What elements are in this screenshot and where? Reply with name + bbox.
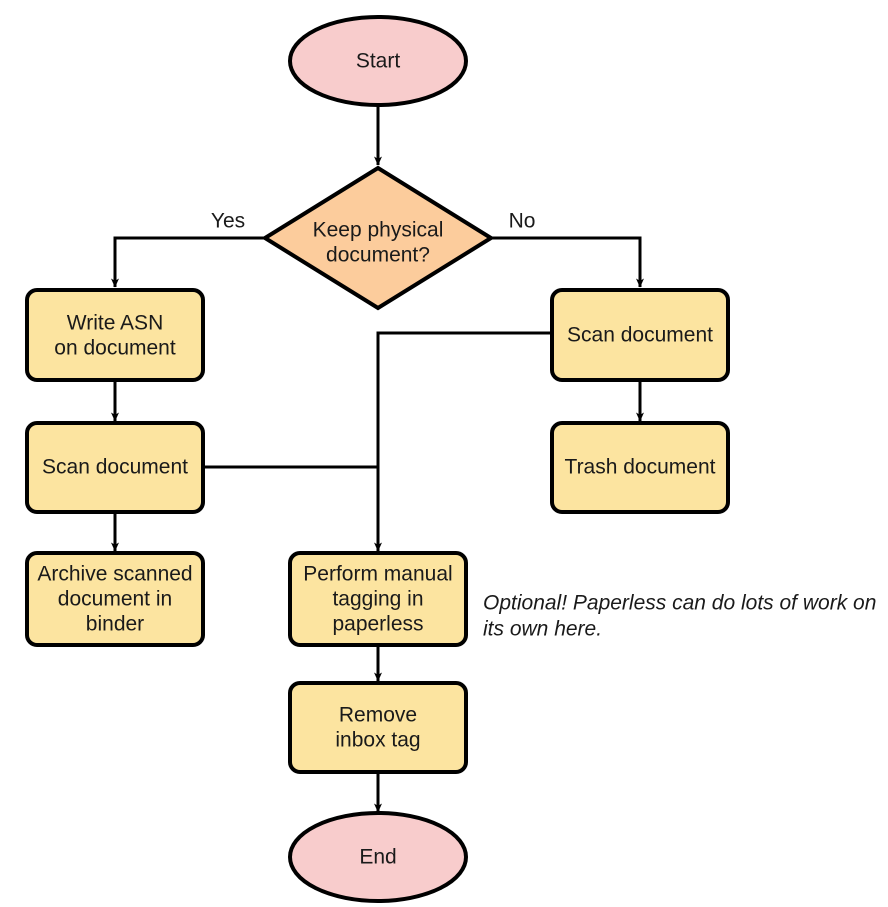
edge-label-no: No [509, 210, 536, 233]
optional-note-line2: its own here. [483, 618, 602, 641]
end-ellipse[interactable] [288, 811, 468, 903]
edge-decision-yes-to-write-asn [111, 236, 265, 288]
decision-label-line1: Keep physical [313, 219, 444, 242]
archive-label-line1: Archive scanned [37, 563, 192, 586]
trash-box[interactable] [550, 421, 730, 514]
node-perform-manual-tagging[interactable]: Perform manual tagging in paperless [288, 551, 468, 647]
node-archive-scanned-document[interactable]: Archive scanned document in binder [25, 551, 205, 647]
scan-right-box[interactable] [550, 288, 730, 382]
node-remove-inbox-tag[interactable]: Remove inbox tag [288, 681, 468, 774]
annotation-optional-note: Optional! Paperless can do lots of work … [483, 592, 876, 641]
write-asn-box[interactable] [25, 288, 205, 382]
remove-inbox-label-line1: Remove [339, 704, 417, 727]
scan-left-label: Scan document [42, 456, 188, 479]
write-asn-label-line2: on document [54, 337, 176, 360]
node-start[interactable]: Start [288, 15, 468, 107]
decision-label-line2: document? [326, 244, 430, 267]
node-write-asn[interactable]: Write ASN on document [25, 288, 205, 382]
scan-right-label: Scan document [567, 324, 713, 347]
start-label: Start [356, 50, 401, 73]
trash-label: Trash document [565, 456, 716, 479]
end-label: End [359, 846, 396, 869]
remove-inbox-label-line2: inbox tag [335, 729, 420, 752]
node-keep-physical-document-decision[interactable]: Keep physical document? [261, 165, 495, 311]
remove-inbox-box[interactable] [288, 681, 468, 774]
node-end[interactable]: End [288, 811, 468, 903]
start-ellipse[interactable] [288, 15, 468, 107]
decision-diamond[interactable] [261, 165, 495, 311]
scan-left-box[interactable] [25, 421, 205, 514]
edge-scan-right-to-tagging [374, 331, 552, 552]
archive-label-line2: document in [58, 588, 172, 611]
tagging-label-line1: Perform manual [303, 563, 452, 586]
edge-decision-no-to-scan-right [491, 236, 644, 288]
tagging-box[interactable] [288, 551, 468, 647]
tagging-label-line3: paperless [332, 613, 423, 636]
edge-labels-layer: Yes No [211, 210, 536, 233]
archive-box[interactable] [25, 551, 205, 647]
edges-layer [111, 100, 644, 813]
node-trash-document[interactable]: Trash document [550, 421, 730, 514]
node-scan-document-right[interactable]: Scan document [550, 288, 730, 382]
node-scan-document-left[interactable]: Scan document [25, 421, 205, 514]
tagging-label-line2: tagging in [332, 588, 423, 611]
edge-label-yes: Yes [211, 210, 245, 233]
archive-label-line3: binder [86, 613, 144, 636]
write-asn-label-line1: Write ASN [67, 312, 163, 335]
optional-note-line1: Optional! Paperless can do lots of work … [483, 592, 876, 615]
